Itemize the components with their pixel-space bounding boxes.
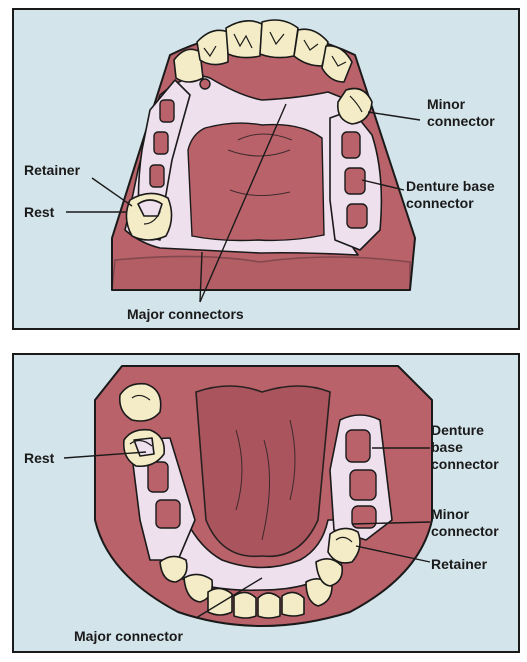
label-major-connectors: Major connectors bbox=[127, 306, 244, 322]
label-rest-bottom: Rest bbox=[24, 450, 55, 466]
label-minor-connector-top: Minor connector bbox=[427, 96, 495, 129]
label-minor-connector-bottom: Minor connector bbox=[431, 506, 499, 539]
mandibular-arch bbox=[94, 365, 433, 627]
lower-abutment-tooth bbox=[327, 527, 361, 564]
maxillary-arch bbox=[111, 19, 416, 291]
label-retainer-top: Retainer bbox=[24, 162, 81, 178]
top-leader-lines bbox=[66, 103, 421, 303]
label-denture-base-connector-top: Denture base connector bbox=[406, 178, 495, 211]
label-rest-top: Rest bbox=[24, 204, 55, 220]
bottom-leader-lines bbox=[63, 447, 431, 619]
label-major-connector-bottom: Major connector bbox=[74, 628, 183, 644]
label-retainer-bottom: Retainer bbox=[431, 556, 488, 572]
label-denture-base-connector-bottom: Denture base connector bbox=[431, 422, 499, 472]
palate-open-area bbox=[187, 122, 325, 242]
